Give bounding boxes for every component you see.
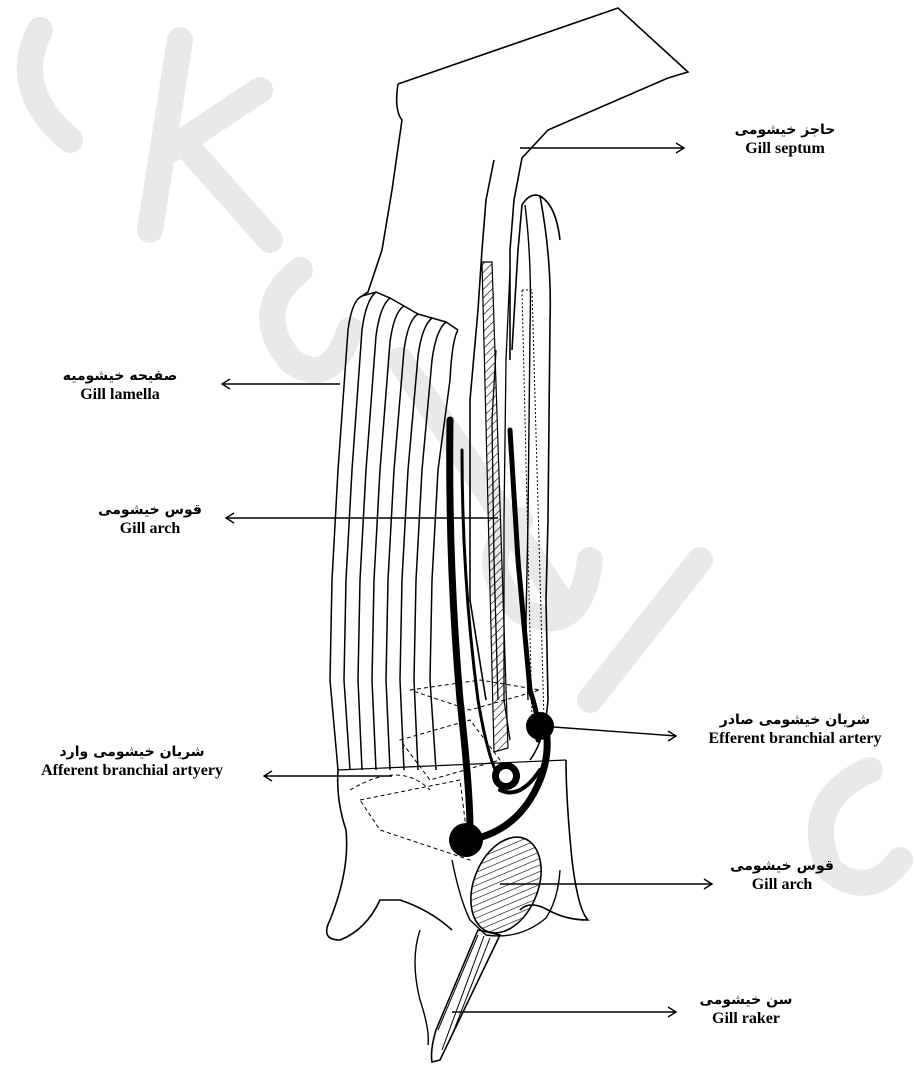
label-gill-raker-fa: سن خیشومی: [676, 992, 816, 1009]
label-afferent-artery: شریان خیشومی وارد Afferent branchial art…: [4, 744, 260, 780]
label-efferent-artery: شریان خیشومی صادر Efferent branchial art…: [680, 712, 910, 748]
label-gill-arch-upper-fa: قوس خیشومی: [70, 502, 230, 519]
label-gill-arch-lower-fa: قوس خیشومی: [712, 858, 852, 875]
gill-septum-shape: [362, 8, 688, 360]
label-gill-septum-en: Gill septum: [690, 139, 880, 158]
label-gill-lamella-fa: صفیحه خیشومیه: [20, 368, 220, 385]
label-gill-arch-lower: قوس خیشومی Gill arch: [712, 858, 852, 894]
label-efferent-artery-en: Efferent branchial artery: [680, 729, 910, 748]
label-gill-septum: حاجز خیشومی Gill septum: [690, 122, 880, 158]
gill-lamellae: [330, 292, 458, 770]
afferent-artery-node: [449, 823, 483, 857]
label-gill-lamella: صفیحه خیشومیه Gill lamella: [20, 368, 220, 404]
label-gill-raker-en: Gill raker: [676, 1009, 816, 1028]
label-gill-arch-upper-en: Gill arch: [70, 519, 230, 538]
label-gill-lamella-en: Gill lamella: [20, 385, 220, 404]
label-gill-arch-upper: قوس خیشومی Gill arch: [70, 502, 230, 538]
label-efferent-artery-fa: شریان خیشومی صادر: [680, 712, 910, 729]
label-gill-arch-lower-en: Gill arch: [712, 875, 852, 894]
label-gill-septum-fa: حاجز خیشومی: [690, 122, 880, 139]
label-afferent-artery-fa: شریان خیشومی وارد: [4, 744, 260, 761]
label-gill-raker: سن خیشومی Gill raker: [676, 992, 816, 1028]
label-afferent-artery-en: Afferent branchial artyery: [4, 761, 260, 780]
gill-raker-shape: [432, 930, 501, 1062]
